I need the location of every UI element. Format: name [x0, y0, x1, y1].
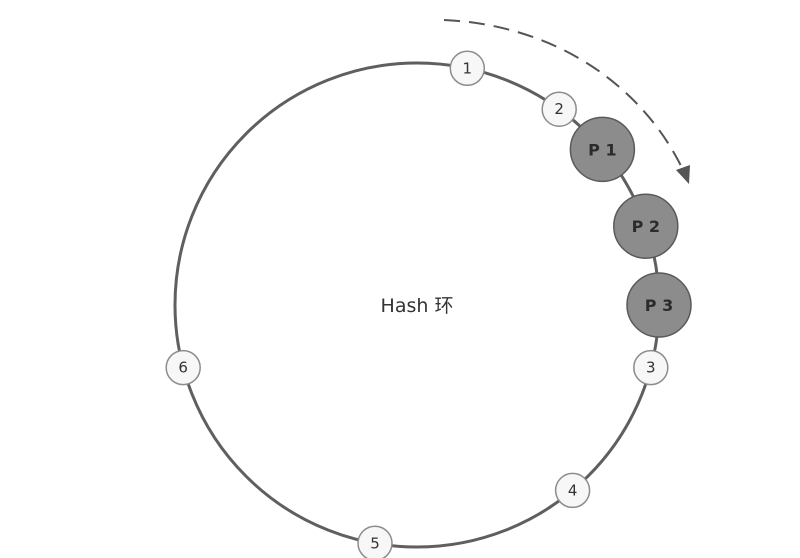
ring-node-circle — [554, 472, 591, 509]
placed-node-circle — [613, 193, 679, 259]
ring-node-label: 6 — [178, 359, 188, 377]
placed-node-label: P 1 — [588, 140, 616, 159]
ring-node-label: 1 — [463, 59, 473, 77]
ring-node-label: 5 — [370, 534, 380, 552]
ring-node-6: 6 — [165, 349, 201, 386]
placed-node-label: P 2 — [632, 217, 660, 236]
placed-node-label: P 3 — [645, 296, 673, 315]
ring-node-1: 1 — [449, 50, 486, 87]
placed-node-circle — [626, 272, 692, 338]
ring-node-circle — [357, 525, 393, 558]
ring-node-circle — [165, 349, 201, 386]
ring-node-circle — [633, 349, 669, 386]
ring-node-5: 5 — [357, 525, 393, 558]
placed-node-2: P 2 — [613, 193, 679, 259]
arrow-head-icon — [676, 165, 690, 184]
ring-node-label: 3 — [646, 359, 656, 377]
ring-node-3: 3 — [633, 349, 669, 386]
placed-node-group: P 1 P 2 P 3 — [569, 116, 692, 338]
placed-node-3: P 3 — [626, 272, 692, 338]
ring-node-2: 2 — [541, 91, 577, 127]
ring-node-group: 1 2 3 4 5 6 — [165, 50, 669, 558]
placed-node-circle — [569, 116, 636, 183]
hash-ring-label: Hash 环 — [381, 295, 454, 317]
clockwise-arrow — [443, 19, 684, 171]
placed-node-1: P 1 — [569, 116, 636, 183]
ring-node-circle — [541, 91, 577, 127]
ring-node-label: 2 — [554, 100, 564, 118]
ring-node-4: 4 — [554, 472, 591, 509]
ring-node-label: 4 — [568, 481, 578, 499]
ring-node-circle — [449, 50, 486, 87]
